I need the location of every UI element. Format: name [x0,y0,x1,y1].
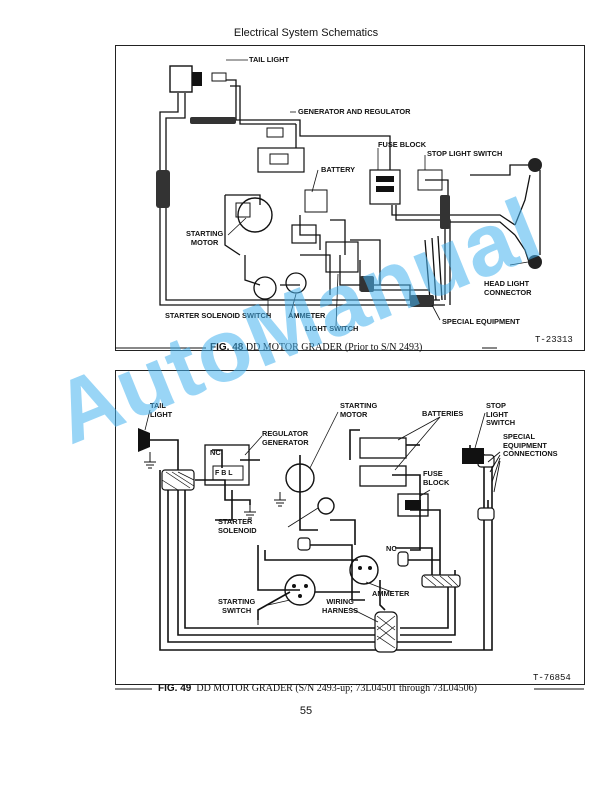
page-header: Electrical System Schematics [233,27,379,39]
fig48-number: FIG. 48 [210,342,244,353]
fig48-ref: T-23313 [535,335,573,345]
fig49-label-batteries: BATTERIES [422,409,464,418]
fig49-label-starting-motor: STARTING MOTOR [340,401,378,419]
fig48-label-tail-light: TAIL LIGHT [249,55,289,64]
fig49-caption: FIG. 49 DD MOTOR GRADER (S/N 2493-up; 73… [158,683,477,694]
fig49-ref: T-76854 [533,673,571,683]
page-number: 55 [299,705,313,717]
fig49-label-stop-light-switch: STOP LIGHT SWITCH [486,401,516,428]
fig48-title: DD MOTOR GRADER (Prior to S/N 2493) [245,342,423,353]
fig49-label-tail-light: TAIL LIGHT [150,401,173,419]
fig48-label-stop-light-switch: STOP LIGHT SWITCH [427,149,503,158]
fig48-label-light-switch: LIGHT SWITCH [305,324,359,333]
fig49-label-starting-switch: STARTING SWITCH [218,597,256,615]
fig48-label-fuse-block: FUSE BLOCK [378,140,427,149]
fig49-label-nc-regulator: NC [210,448,221,457]
figure-49-frame [115,370,585,685]
fig48-label-battery: BATTERY [321,165,356,174]
fig48-label-head-light-connector: HEAD LIGHT CONNECTOR [484,279,532,297]
fig48-label-generator-regulator: GENERATOR AND REGULATOR [298,107,411,116]
fig48-caption: FIG. 48 DD MOTOR GRADER (Prior to S/N 24… [210,342,422,353]
fig48-label-special-equipment: SPECIAL EQUIPMENT [442,317,520,326]
fig48-label-starting-motor: STARTING MOTOR [186,229,224,247]
fig49-title: DD MOTOR GRADER (S/N 2493-up; 73L04501 t… [196,683,478,694]
fig49-label-terminals: F B L [215,470,233,477]
fig49-label-nc-ammeter: NC [386,544,397,553]
fig49-label-ammeter: AMMETER [372,589,410,598]
fig48-label-starter-solenoid-switch: STARTER SOLENOID SWITCH [165,311,272,320]
fig48-label-ammeter: AMMETER [288,311,326,320]
fig49-label-wiring-harness: WIRING HARNESS [322,597,359,615]
fig49-number: FIG. 49 [158,683,192,694]
fig49-label-regulator-generator: REGULATOR GENERATOR [262,429,309,447]
fig49-label-fuse-block: FUSE BLOCK [423,469,450,487]
fig49-label-special-equipment-connections: SPECIAL EQUIPMENT CONNECTIONS [503,432,558,459]
figure-48-frame [115,45,585,351]
fig49-label-starter-solenoid: STARTER SOLENOID [218,517,257,535]
